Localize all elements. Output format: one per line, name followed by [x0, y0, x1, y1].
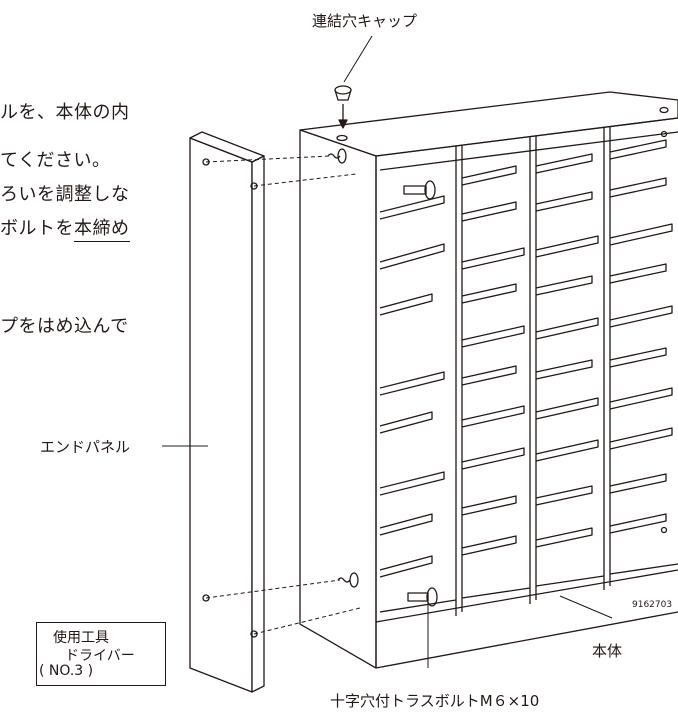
tool-box-size: ( NO.3 ) — [39, 663, 94, 679]
bolt-upper — [403, 180, 436, 200]
shelves-column-2 — [461, 165, 525, 556]
leader-lines — [162, 35, 613, 668]
cap-label: 連結穴キャップ — [312, 12, 418, 30]
instruction-line-2: てください。 — [0, 150, 111, 171]
main-body-drawing — [299, 91, 678, 669]
shelves-column-1 — [379, 195, 445, 578]
tool-box-title: 使用工具 — [53, 630, 109, 646]
body-label: 本体 — [592, 642, 623, 660]
shelves-column-4 — [609, 139, 673, 534]
tool-box-tool: ドライバー — [65, 648, 135, 664]
instruction-underlined-text: 本締め — [74, 218, 130, 242]
connector-lower — [337, 572, 359, 588]
instruction-line-3: ろいを調整しな — [0, 184, 130, 205]
end-panel-drawing — [189, 131, 265, 693]
tool-box: 使用工具 ドライバー ( NO.3 ) — [36, 622, 166, 686]
end-panel-label: エンドパネル — [40, 438, 131, 456]
instruction-line-4: ボルトを本締め — [0, 214, 130, 242]
bolt-lower — [407, 587, 438, 607]
connector-upper — [327, 148, 347, 164]
instruction-line-1: ルを、本体の内 — [0, 102, 130, 123]
bolt-label: 十字穴付トラスボルトM６×10 — [330, 692, 540, 710]
alignment-lines — [205, 155, 361, 635]
connection-cap — [334, 85, 352, 101]
shelves-column-3 — [535, 153, 599, 548]
part-code: 9162703 — [632, 600, 673, 610]
instruction-line-4-prefix: ボルトを — [0, 218, 74, 239]
instruction-line-5: プをはめ込んで — [0, 316, 129, 337]
